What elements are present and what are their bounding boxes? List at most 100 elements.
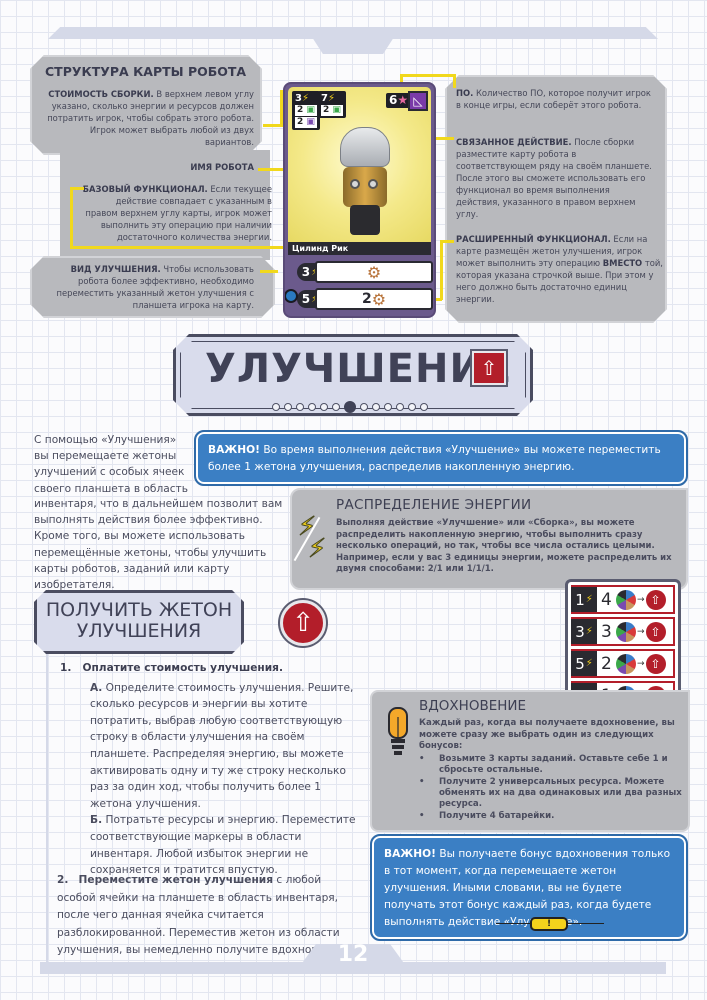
footer-decorative-hub (300, 944, 406, 966)
bonus-item: Возьмите 3 карты заданий. Оставьте себе … (419, 754, 689, 776)
upgrade-token-icon: ⇧ (280, 600, 326, 646)
pager-dot (372, 403, 380, 411)
build-cost-text: В верхнем левом углу указано, сколько эн… (47, 89, 254, 147)
bonus-item: Получите 4 батарейки. (419, 811, 689, 822)
bolt-icon: ⚡ (307, 534, 327, 565)
row-energy: 1⚡ (571, 587, 597, 612)
base-function-note: БАЗОВЫЙ ФУНКЦИОНАЛ. Если текущее действи… (82, 183, 272, 243)
upgrade-type-text: Чтобы использовать робота более эффектив… (56, 264, 254, 310)
top-decorative-bar (48, 27, 658, 39)
important-callout-bottom: ВАЖНО! Вы получаете бонус вдохновения то… (370, 834, 688, 941)
any-resource-icon (616, 653, 636, 674)
warning-chip-icon: ! (530, 917, 568, 931)
bolt-icon: ⚡ (297, 512, 317, 543)
connector-base-top (70, 187, 84, 190)
code-resource-icon: ▣ (306, 117, 315, 127)
cost-b-res1: 2 ▣ (321, 105, 343, 116)
pager-dot (408, 403, 416, 411)
upgrade-type-note: ВИД УЛУЧШЕНИЯ. Чтобы использовать робота… (38, 263, 254, 311)
section-pager (272, 401, 428, 413)
lightbulb-icon (388, 707, 408, 755)
step-1: 1. Оплатите стоимость улучшения. (60, 660, 360, 677)
connector-vp-drop (453, 74, 456, 88)
robot-illustration-body (343, 167, 387, 207)
step-2: 2. Переместите жетон улучшения с любой о… (57, 872, 357, 960)
bolt-icon: ⚡ (585, 658, 593, 669)
base-function-text: Если текущее действие совпадает с указан… (85, 184, 272, 242)
connector-ext-vertical (440, 240, 443, 300)
intro-text-narrow: С помощью «Улучшения» вы перемещаете жет… (34, 434, 188, 495)
extended-ability-row: 2⚙ (315, 288, 433, 310)
row-energy-value: 1 (575, 590, 585, 609)
step-1a-text: Определите стоимость улучшения. Решите, … (90, 681, 354, 810)
row1-energy-value: 3 (301, 265, 311, 279)
inspiration-bonus-list: Возьмите 3 карты заданий. Оставьте себе … (419, 754, 689, 823)
important-callout-top: ВАЖНО! Во время выполнения действия «Улу… (194, 430, 688, 486)
arrow-right-icon: → (637, 626, 645, 637)
upgrade-table-row: 1⚡4→⇧ (571, 585, 675, 614)
step-1-number: 1. (60, 662, 72, 674)
step-2-title: Переместите жетон улучшения (78, 874, 274, 886)
bolt-icon: ⚡ (311, 294, 318, 305)
upgrade-table-row: 5⚡2→⇧ (571, 649, 675, 678)
important-text: Вы получаете бонус вдохновения только в … (384, 848, 671, 928)
robot-eye-left (350, 179, 360, 189)
extended-function-note: РАСШИРЕННЫЙ ФУНКЦИОНАЛ. Если на карте ра… (456, 233, 666, 305)
base-ability-row: ⚙ (315, 261, 433, 283)
upgrade-type-icon (285, 289, 298, 303)
row-resource-count: 3 (601, 621, 612, 642)
gear-icon: ⚙ (371, 289, 387, 309)
robot-name-note: ИМЯ РОБОТА (150, 161, 254, 173)
row-energy: 5⚡ (571, 651, 597, 676)
pager-dot (384, 403, 392, 411)
structure-panel-mid (60, 150, 270, 260)
extended-function-text-b: той, которая указана строчкой выше. При … (456, 258, 663, 304)
upgrade-type-label: ВИД УЛУЧШЕНИЯ. (70, 264, 161, 274)
arrow-right-icon: → (637, 594, 645, 605)
bolt-icon: ⚡ (585, 594, 593, 605)
bolt-icon: ⚡ (327, 93, 335, 104)
get-token-header (34, 590, 244, 654)
connector-vp (400, 74, 456, 77)
cost-a-res1: 2 ▣ (295, 105, 317, 116)
base-function-label: БАЗОВЫЙ ФУНКЦИОНАЛ. (82, 184, 208, 194)
step-1a: А. Определите стоимость улучшения. Решит… (60, 680, 360, 813)
upgrade-table-row: 3⚡3→⇧ (571, 617, 675, 646)
energy-split-icon: ⚡ ⚡ (293, 512, 327, 565)
top-decorative-hub (310, 34, 396, 54)
vp-badge: 6★ (386, 93, 412, 108)
step-2-text: с любой особой ячейки на планшете в обла… (57, 874, 348, 956)
energy-distribution-title: РАСПРЕДЕЛЕНИЕ ЭНЕРГИИ (336, 497, 532, 513)
linked-action-label: СВЯЗАННОЕ ДЕЙСТВИЕ. (456, 137, 572, 147)
cost-a-res1-value: 2 (297, 105, 304, 115)
connector-base-bottom (70, 246, 350, 249)
energy-distribution-text: Выполняя действие «Улучшение» или «Сборк… (336, 518, 672, 574)
row2-gear-count: 2 (361, 291, 372, 307)
footer-decorative-bar (40, 962, 666, 974)
robot-eye-right (368, 179, 378, 189)
connector-vp-vertical (400, 74, 403, 88)
pager-dot (272, 403, 280, 411)
energy-distribution-panel (290, 488, 688, 590)
row-energy: 3⚡ (571, 619, 597, 644)
bolt-icon: ⚡ (301, 93, 309, 104)
row-energy-value: 5 (575, 654, 585, 673)
robot-illustration-legs (350, 205, 380, 235)
pager-dot-active (344, 401, 356, 413)
inspiration-text: Каждый раз, когда вы получаете вдохновен… (419, 718, 675, 751)
step-1b-text: Потратьте ресурсы и энергию. Переместите… (90, 814, 356, 877)
step-1b-label: Б. (90, 814, 103, 827)
cost-a-res2-value: 2 (297, 117, 304, 127)
arrow-right-icon: → (637, 658, 645, 669)
gear-icon: ⚙ (366, 262, 382, 282)
bonus-item: Получите 2 универсальных ресурса. Можете… (419, 777, 689, 810)
build-cost-label: СТОИМОСТЬ СБОРКИ. (48, 89, 154, 99)
important-label: ВАЖНО! (208, 444, 260, 456)
important-label: ВАЖНО! (384, 848, 436, 860)
steps-rule (46, 654, 48, 972)
step-2-number: 2. (57, 874, 69, 886)
linked-action-note: СВЯЗАННОЕ ДЕЙСТВИЕ. После сборки размест… (456, 136, 656, 220)
row-resource-count: 4 (601, 589, 612, 610)
robot-illustration-dome (340, 127, 390, 167)
steps-list: 1. Оплатите стоимость улучшения. А. Опре… (60, 660, 360, 879)
